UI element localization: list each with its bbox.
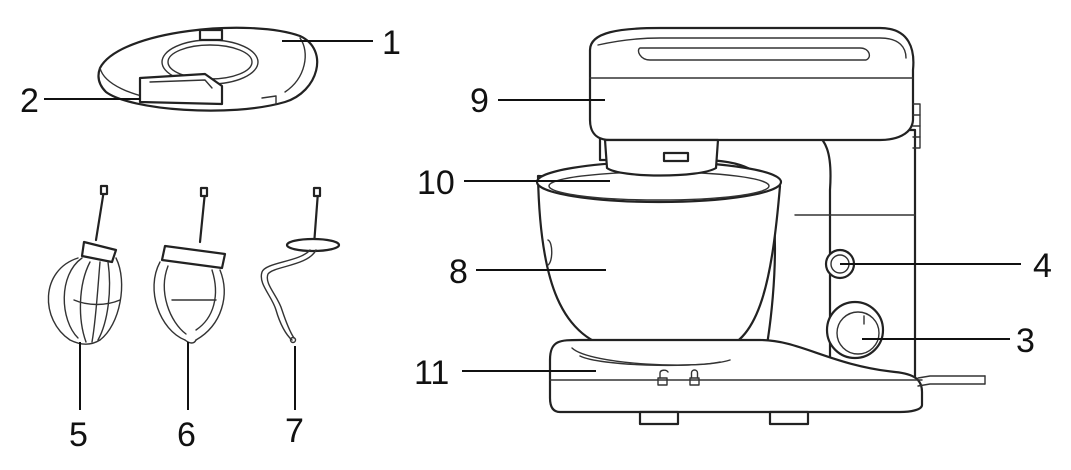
label-splash-guard: 1	[382, 24, 401, 62]
label-bowl: 8	[449, 253, 468, 291]
label-power-button: 4	[1033, 247, 1052, 285]
unlock-icon	[657, 369, 669, 386]
speed-control-knob	[825, 300, 885, 360]
dough-hook	[260, 186, 341, 344]
label-bowl-lid-ring: 10	[417, 164, 455, 202]
label-speed-knob: 3	[1016, 322, 1035, 360]
label-base: 11	[414, 354, 449, 392]
stand-mixer	[535, 26, 986, 426]
splash-guard	[97, 26, 319, 112]
label-beater: 6	[177, 416, 196, 454]
label-whisk: 5	[69, 416, 88, 454]
label-pour-spout: 2	[20, 82, 39, 120]
label-motor-head: 9	[470, 82, 489, 120]
lock-icon	[689, 369, 700, 386]
flat-beater	[153, 186, 227, 344]
label-dough-hook: 7	[285, 412, 304, 450]
whisk	[47, 184, 123, 345]
